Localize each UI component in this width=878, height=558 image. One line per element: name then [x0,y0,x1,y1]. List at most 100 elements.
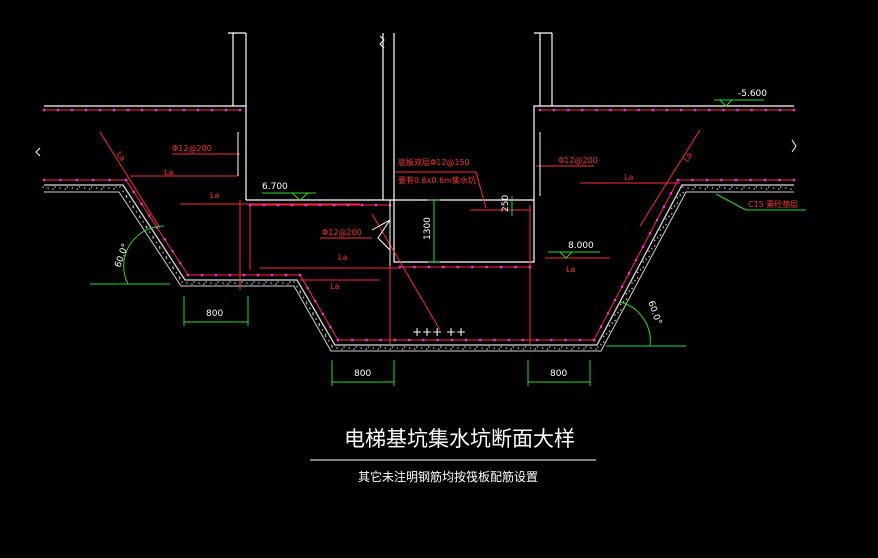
rebar-dot [538,108,542,112]
cushion-speck [597,346,599,348]
cushion-speck [415,346,418,348]
cushion-speck [452,346,454,348]
cushion-speck [95,187,98,189]
rebar-dot [609,108,612,112]
rebar-dots [42,108,796,342]
cushion-speck [227,283,229,285]
rebar-left-label: Φ12@200 [172,144,212,153]
cushion-speck [493,347,496,349]
cushion-speck [622,300,625,303]
cushion-speck [636,271,639,274]
rebar-dot [154,108,158,112]
rebar-dot [168,108,172,112]
cushion-speck [132,206,135,209]
cushion-speck [215,283,217,285]
rebar-dot [708,108,711,112]
cross-marks: +++ ++ [412,325,466,339]
rebar-dot [306,286,309,290]
dim-height: 1300 [423,217,433,240]
cushion-speck [736,187,738,189]
rebar-dot [564,338,567,342]
cushion-speck [321,329,324,331]
cushion-speck [676,196,679,199]
rebar-dot [413,265,416,269]
cushion-speck [145,226,148,229]
cushion-speck [275,283,277,285]
cushion-speck [476,346,478,348]
la-label-6: La [566,265,575,274]
rebar-dot [346,203,350,207]
rebar-dot [507,338,510,342]
slab-outline [44,32,794,346]
cushion-speck [785,187,787,189]
elevation-mid: 6.700 [262,182,288,192]
cushion-speck [659,234,662,237]
cushion-speck [152,235,154,238]
cushion-speck [704,188,707,190]
cushion-speck [653,245,656,247]
cushion-speck [158,245,161,248]
rebar-dot [360,203,364,207]
rebar-dot [595,108,598,112]
cushion-speck [605,332,608,335]
cushion-speck [440,346,442,348]
cushion-speck [450,348,452,350]
rebar-ticks [237,132,541,266]
cushion-speck [88,188,91,190]
rebar-dot [42,178,46,182]
cushion-speck [534,348,537,350]
rebar-center-label: Φ12@200 [322,228,362,237]
dimension-lines [90,193,806,386]
rebar-dot [679,108,683,112]
rebar-dot [651,108,655,112]
rebar-dot [42,108,46,112]
cushion-speck [682,191,684,194]
rebar-dot [641,245,645,248]
rebar-dot [70,108,74,112]
cushion-speck [790,188,792,190]
cushion-speck [372,347,375,349]
cushion-speck [222,282,224,284]
la-label-3: La [210,191,219,200]
cushion-speck [71,187,74,189]
cushion-speck [241,281,243,283]
rebar-dot [365,338,368,342]
cushion-speck [148,231,151,233]
rebar-dot [147,214,151,217]
dim-width-left: 800 [206,309,223,319]
cushion-speck [327,339,330,342]
cushion-speck [772,187,775,189]
cushion-speck [47,187,49,189]
rebar-dot [182,108,186,112]
cushion-speck [779,186,782,188]
cushion-speck [611,322,614,324]
rebar-dot [91,178,95,182]
cushion-speck [711,187,714,189]
rebar-dot [248,203,252,207]
elevation-symbols [262,99,764,259]
rebar-dot [132,190,136,194]
cushion-speck [590,347,592,349]
dim-width-mid: 800 [354,369,371,379]
cushion-speck [662,226,665,228]
cushion-speck [52,188,54,190]
rebar-dot [98,108,102,112]
rebar-dot [456,265,460,269]
cushion-speck [277,281,279,283]
cushion-speck [83,187,86,189]
cushion-speck [718,186,721,188]
rebar-dot [318,203,322,207]
cushion-speck [253,281,255,283]
rebar-dot [329,325,332,329]
cushion-speck [748,187,750,189]
rebar-dot [427,265,431,269]
rebar-dot [750,108,753,112]
cushion-speck [600,343,602,346]
cushion-speck [293,281,295,283]
elevation-top: -5.600 [738,89,767,99]
cushion-speck [639,268,642,271]
cushion-speck [777,188,780,190]
cushion-speck [619,309,622,311]
rebar-dot [792,178,796,182]
rebar-dot [720,178,723,182]
